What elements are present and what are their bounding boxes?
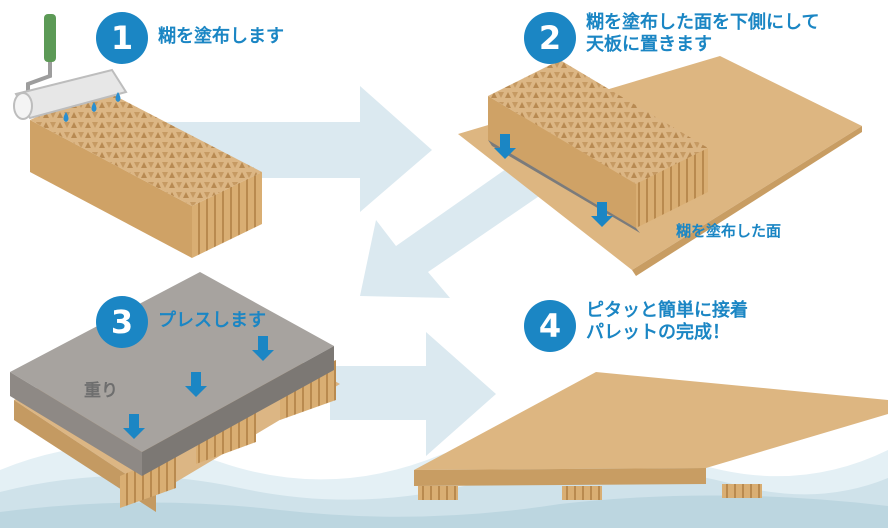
- step-4-caption-line-1: ピタッと簡単に接着: [586, 300, 748, 321]
- step-1-badge: 1: [96, 12, 148, 64]
- step-2-caption: 糊を塗布した面を下側にして 天板に置きます: [586, 12, 819, 56]
- weight-label: 重り: [84, 381, 118, 401]
- step-4-caption: ピタッと簡単に接着 パレットの完成！: [586, 300, 748, 344]
- step-2-badge: 2: [524, 12, 576, 64]
- step-3-caption: プレスします: [158, 310, 266, 332]
- step-1-caption-line: 糊を塗布します: [158, 26, 284, 47]
- step-3-badge: 3: [96, 296, 148, 348]
- flow-arrow-icon: [160, 86, 548, 456]
- step-2-caption-line-2: 天板に置きます: [586, 34, 712, 55]
- step4-illustration: [414, 372, 888, 500]
- step-3-caption-line: プレスします: [158, 310, 266, 331]
- step-2-caption-line-1: 糊を塗布した面を下側にして: [586, 12, 820, 33]
- down-arrow-icon: [123, 134, 613, 439]
- glued-surface-label: 糊を塗布した面: [676, 222, 782, 240]
- glue-drop-icon: [63, 92, 121, 122]
- step1-illustration: [13, 14, 262, 258]
- step-4-caption-line-2: パレットの完成！: [586, 322, 730, 343]
- step-1-caption: 糊を塗布します: [158, 26, 284, 48]
- paint-roller-icon: [13, 14, 128, 120]
- step2-illustration: [458, 56, 862, 276]
- step-4-badge: 4: [524, 300, 576, 352]
